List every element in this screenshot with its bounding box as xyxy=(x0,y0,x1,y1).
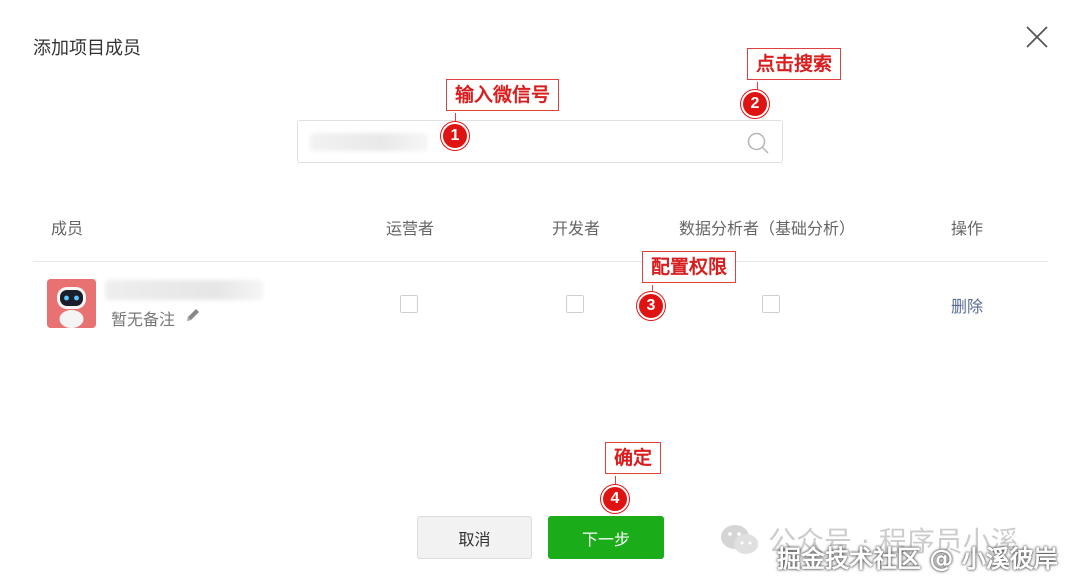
wechat-watermark: 公众号 · 程序员小溪 xyxy=(720,520,1019,560)
delete-link[interactable]: 删除 xyxy=(951,297,984,316)
annotation-line-3 xyxy=(652,285,653,293)
member-remark: 暂无备注 xyxy=(111,310,176,329)
column-header-actions: 操作 xyxy=(951,219,984,238)
watermark-community: 掘金技术社区 @ 小溪彼岸 xyxy=(777,545,1058,573)
column-header-member: 成员 xyxy=(51,219,84,238)
cancel-button[interactable]: 取消 xyxy=(417,516,532,559)
table-row: 暂无备注 删除 xyxy=(33,262,1048,342)
column-header-developer: 开发者 xyxy=(552,219,601,238)
annotation-label-2: 点击搜索 xyxy=(747,48,842,80)
edit-pencil-icon[interactable] xyxy=(184,306,202,324)
annotation-badge-3: 3 xyxy=(637,292,665,320)
column-header-analyst: 数据分析者（基础分析） xyxy=(679,219,856,238)
annotation-badge-4: 4 xyxy=(601,485,629,513)
close-icon[interactable] xyxy=(1024,24,1050,50)
avatar xyxy=(47,279,96,328)
search-icon[interactable] xyxy=(746,131,770,155)
dialog-title: 添加项目成员 xyxy=(33,38,141,59)
wechat-icon xyxy=(721,525,758,554)
annotation-badge-2: 2 xyxy=(741,90,769,118)
annotation-line-4 xyxy=(615,476,616,485)
annotation-line-2 xyxy=(757,82,758,90)
annotation-label-3: 配置权限 xyxy=(642,251,737,283)
next-step-button[interactable]: 下一步 xyxy=(548,516,664,559)
analyst-checkbox[interactable] xyxy=(762,295,780,313)
annotation-line-1 xyxy=(455,113,456,123)
annotation-label-1: 输入微信号 xyxy=(446,79,560,111)
robot-avatar-icon xyxy=(47,279,96,328)
member-table-header: 成员 运营者 开发者 数据分析者（基础分析） 操作 xyxy=(33,205,1048,262)
member-name-blurred xyxy=(105,280,263,300)
annotation-label-4: 确定 xyxy=(605,442,662,474)
wechat-id-search-input[interactable] xyxy=(297,120,783,163)
watermark-account: 公众号 · 程序员小溪 xyxy=(768,525,1019,558)
search-input-value xyxy=(310,133,428,151)
operator-checkbox[interactable] xyxy=(400,295,418,313)
annotation-badge-1: 1 xyxy=(441,122,469,150)
developer-checkbox[interactable] xyxy=(566,295,584,313)
column-header-operator: 运营者 xyxy=(386,219,435,238)
